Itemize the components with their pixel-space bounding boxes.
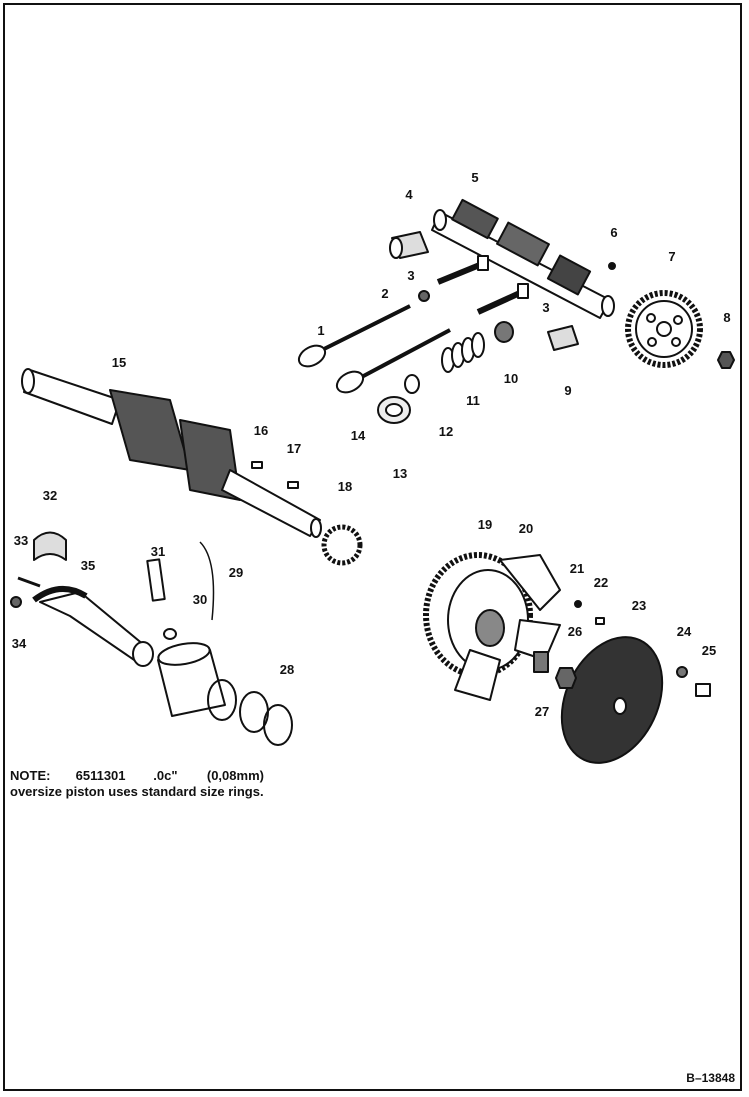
piston-rings	[207, 679, 293, 746]
callout-15: 15	[112, 355, 126, 370]
cam-bushing	[389, 231, 429, 259]
callout-27: 27	[535, 704, 549, 719]
callout-9: 9	[564, 383, 571, 398]
callout-1: 1	[317, 323, 324, 338]
callout-33: 33	[14, 533, 28, 548]
rod-cap	[33, 531, 67, 561]
callout-14: 14	[351, 428, 366, 443]
callout-25: 25	[702, 643, 716, 658]
callout-30: 30	[193, 592, 207, 607]
callout-20: 20	[519, 521, 533, 536]
callout-8: 8	[723, 310, 730, 325]
callout-13: 13	[393, 466, 407, 481]
bushing	[547, 325, 579, 351]
note-text: oversize piston uses standard size rings…	[10, 784, 264, 799]
bolt	[695, 683, 711, 697]
callout-5: 5	[471, 170, 478, 185]
exhaust-valve	[335, 328, 451, 394]
o-ring	[404, 374, 420, 394]
page-border	[3, 3, 742, 1091]
callout-2: 2	[381, 286, 388, 301]
piston-bracket	[199, 541, 215, 621]
keeper	[418, 290, 430, 302]
key	[287, 481, 299, 489]
tappet-lower	[476, 283, 529, 315]
callout-24: 24	[677, 624, 692, 639]
rod-bolt	[17, 576, 41, 588]
callout-34: 34	[12, 636, 27, 651]
camshaft	[431, 198, 615, 319]
flywheel	[423, 552, 533, 678]
crankshaft	[21, 368, 322, 538]
dowel-pin	[608, 262, 616, 270]
callout-29: 29	[229, 565, 243, 580]
callout-17: 17	[287, 441, 301, 456]
callout-23: 23	[632, 598, 646, 613]
key	[251, 461, 263, 469]
rotating-screen	[560, 636, 664, 764]
piston-pin	[146, 558, 166, 602]
note: NOTE: 6511301 .0c" (0,08mm) oversize pis…	[10, 768, 430, 800]
flywheel-nut	[555, 667, 577, 689]
fan-adapter	[533, 651, 549, 673]
note-part-number: 6511301	[75, 768, 126, 783]
note-label: NOTE:	[10, 768, 51, 783]
callout-26: 26	[568, 624, 582, 639]
callout-22: 22	[594, 575, 608, 590]
valve-spring	[441, 332, 485, 373]
connecting-rod	[32, 586, 154, 667]
callout-32: 32	[43, 488, 57, 503]
callout-3: 3	[542, 300, 549, 315]
key	[595, 617, 605, 625]
gear-nut	[717, 351, 735, 369]
callout-21: 21	[570, 561, 584, 576]
rod-nut	[10, 596, 22, 608]
tappet-upper	[436, 255, 489, 285]
piston	[157, 642, 226, 717]
note-size-mm: (0,08mm)	[206, 768, 264, 783]
figure-id: B–13848	[686, 1071, 735, 1085]
callout-12: 12	[439, 424, 453, 439]
callout-4: 4	[405, 187, 413, 202]
callout-3: 3	[407, 268, 414, 283]
callout-7: 7	[668, 249, 675, 264]
callout-18: 18	[338, 479, 352, 494]
note-size-inches: .0c"	[153, 768, 178, 783]
callout-31: 31	[151, 544, 165, 559]
callout-19: 19	[478, 517, 492, 532]
callout-6: 6	[610, 225, 617, 240]
lock-washer	[676, 666, 688, 678]
callout-11: 11	[466, 393, 480, 408]
callout-28: 28	[280, 662, 294, 677]
callout-10: 10	[504, 371, 518, 386]
callout-35: 35	[81, 558, 95, 573]
intake-valve	[297, 304, 411, 368]
callout-16: 16	[254, 423, 268, 438]
retaining-clip	[163, 628, 177, 640]
spring-retainer	[494, 321, 514, 343]
cooling-fan	[454, 554, 561, 701]
crank-gear	[321, 524, 363, 566]
key	[574, 600, 582, 608]
